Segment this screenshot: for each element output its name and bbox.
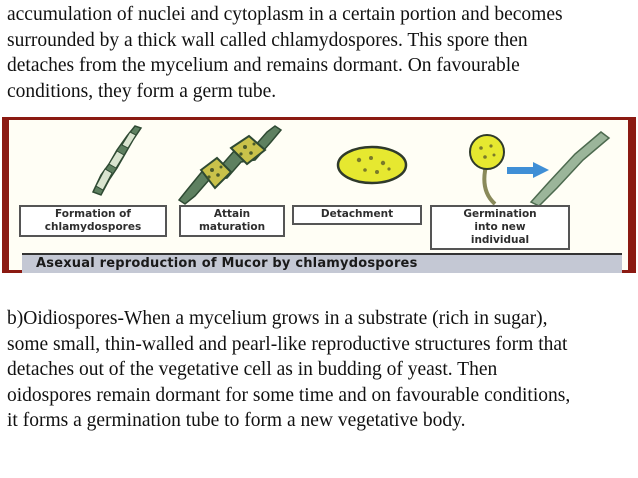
mature-chlamydospore-chain [177, 125, 283, 205]
progression-arrow [507, 162, 549, 178]
forming-chlamydospores-hypha [91, 125, 143, 196]
figure-caption: Asexual reproduction of Mucor by chlamyd… [22, 253, 622, 273]
figure-border-right [628, 117, 636, 273]
body-paragraph-oidiospores: b)Oidiospores-When a mycelium grows in a… [7, 308, 571, 431]
stage-label-maturation: Attain maturation [179, 205, 285, 237]
chlamydospore-figure: Formation of chlamydospores Attain matur… [2, 117, 636, 273]
figure-border-left [2, 117, 9, 273]
chlamydospore-illustration [91, 125, 611, 205]
new-individual-hypha [529, 131, 611, 205]
stage-label-detachment: Detachment [292, 205, 422, 225]
detached-chlamydospore [336, 145, 408, 185]
body-paragraph-chlamydospores: accumulation of nuclei and cytoplasm in … [7, 4, 563, 102]
stage-label-germination: Germination into new individual [430, 205, 570, 250]
germinating-spore [469, 134, 505, 205]
figure-border-top [2, 117, 636, 120]
stage-label-formation: Formation of chlamydospores [19, 205, 167, 237]
